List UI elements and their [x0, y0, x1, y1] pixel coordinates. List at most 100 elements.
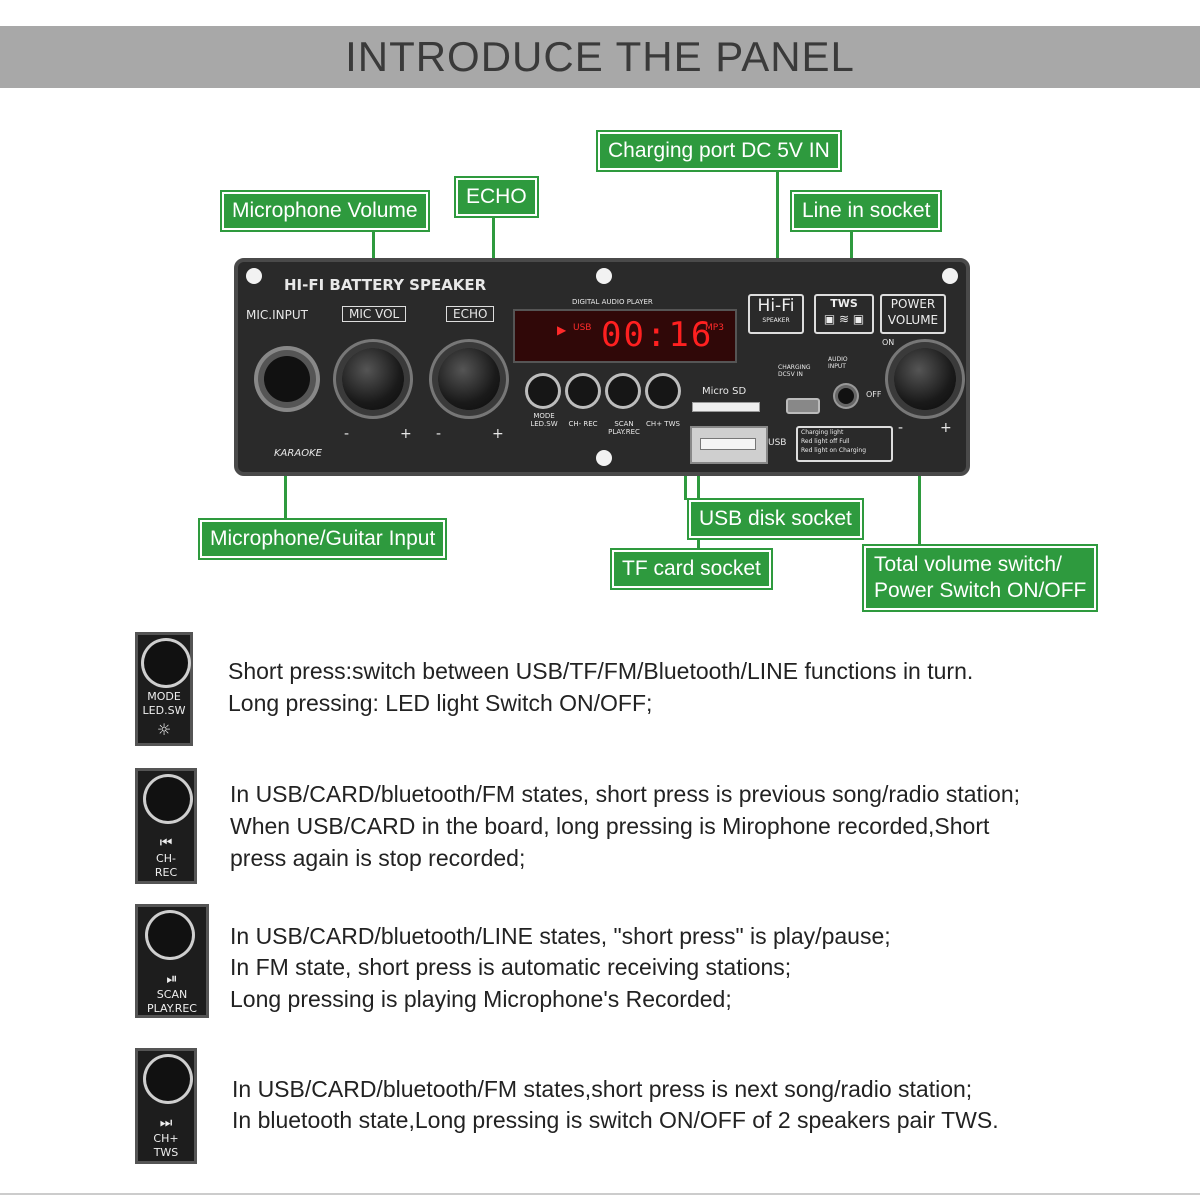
power-on-label: ON [882, 338, 895, 347]
led-bulb-icon: ☼ [156, 720, 172, 739]
play-description-line-1: In USB/CARD/bluetooth/LINE states, "shor… [230, 923, 891, 949]
charging-port[interactable] [786, 398, 820, 414]
mode-icon-label-top: MODE [147, 690, 181, 703]
next-button-icon: ⏭ CH+ TWS [135, 1048, 197, 1164]
prev-description-line-1: In USB/CARD/bluetooth/FM states, short p… [230, 781, 1021, 807]
callout-tf-card-socket: TF card socket [610, 548, 773, 590]
charging-port-label: CHARGING DC5V IN [778, 364, 811, 378]
total-vol-plus: + [940, 420, 952, 436]
panel-karaoke-label: KARAOKE [274, 448, 322, 459]
page-title: INTRODUCE THE PANEL [345, 33, 855, 80]
prev-description-line-3: press again is stop recorded; [230, 845, 526, 871]
title-banner: INTRODUCE THE PANEL [0, 26, 1200, 88]
next-description-line-2: In bluetooth state,Long pressing is swit… [232, 1107, 999, 1133]
callout-line-in: Line in socket [789, 190, 943, 232]
leader-tf-card [697, 408, 700, 550]
micro-sd-slot[interactable] [692, 402, 760, 412]
play-button-glyph [148, 913, 192, 957]
mic-vol-plus: + [400, 426, 412, 442]
prev-icon-label-bottom: REC [154, 866, 178, 879]
mic-vol-minus: - [344, 426, 350, 442]
callout-echo: ECHO [454, 176, 539, 218]
echo-plus: + [492, 426, 504, 442]
play-description-line-3: Long pressing is playing Microphone's Re… [230, 986, 732, 1012]
panel-mic-vol-label: MIC VOL [342, 306, 407, 322]
line-in-jack[interactable] [838, 388, 854, 404]
hifi-badge: Hi-Fi SPEAKER [748, 294, 804, 334]
callout-charging-port: Charging port DC 5V IN [596, 130, 842, 172]
echo-knob[interactable] [438, 348, 500, 410]
total-volume-knob[interactable] [894, 348, 956, 410]
callout-mic-guitar-input: Microphone/Guitar Input [197, 518, 448, 560]
mode-description-line-2: Long pressing: LED light Switch ON/OFF; [228, 690, 653, 716]
tws-badge: TWS ▣ ≋ ▣ [814, 294, 874, 334]
panel-brand: HI-FI BATTERY SPEAKER [284, 276, 487, 294]
charging-light-line-1: Charging light [801, 429, 844, 436]
audio-input-label: AUDIO INPUT [828, 356, 848, 370]
ch-minus-rec-button[interactable] [568, 376, 598, 406]
echo-minus: - [436, 426, 442, 442]
lcd-display: ▶ USB 00:16 MP3 [513, 309, 737, 363]
btn-next-caption: CH+ TWS [646, 420, 680, 428]
next-track-icon: ⏭ [159, 1115, 173, 1131]
charging-light-line-2: Red light off Full [801, 438, 850, 445]
prev-track-icon: ⏮ [159, 835, 173, 851]
screw-top-left [246, 268, 262, 284]
screw-top-mid [596, 268, 612, 284]
mode-description-line-1: Short press:switch between USB/TF/FM/Blu… [228, 658, 974, 684]
tws-speaker-icon: ▣ ≋ ▣ [823, 312, 865, 326]
bottom-divider [0, 1193, 1200, 1195]
next-icon-label-bottom: TWS [153, 1146, 179, 1159]
power-label: POWER [890, 297, 936, 311]
lcd-mp3-label: MP3 [705, 323, 724, 333]
lcd-play-icon: ▶ [557, 323, 567, 337]
hifi-badge-text: Hi-Fi [757, 296, 795, 316]
panel-digital-audio-label: DIGITAL AUDIO PLAYER [572, 298, 653, 306]
next-icon-label-top: CH+ [153, 1132, 179, 1145]
panel-mic-input-label: MIC.INPUT [246, 308, 308, 322]
play-description-line-2: In FM state, short press is automatic re… [230, 954, 792, 980]
next-description-line-1: In USB/CARD/bluetooth/FM states,short pr… [232, 1076, 973, 1102]
play-icon-label-bottom: PLAY.REC [147, 1002, 197, 1015]
callout-microphone-volume: Microphone Volume [220, 190, 430, 232]
play-pause-icon: ⏯ [166, 971, 178, 987]
usb-port[interactable] [690, 426, 768, 464]
mode-button-icon: MODE LED.SW ☼ [135, 632, 193, 746]
scan-play-rec-button[interactable] [608, 376, 638, 406]
device-panel: HI-FI BATTERY SPEAKER MIC.INPUT MIC VOL … [234, 258, 970, 476]
mic-volume-knob[interactable] [342, 348, 404, 410]
volume-label: VOLUME [887, 313, 939, 327]
screw-bottom-mid [596, 450, 612, 466]
charging-light-line-3: Red light on Charging [801, 447, 867, 454]
power-off-label: OFF [866, 390, 882, 399]
lcd-time: 00:16 [601, 315, 714, 355]
callout-total-volume-line-2: Power Switch ON/OFF [874, 579, 1087, 602]
prev-description-line-2: When USB/CARD in the board, long pressin… [230, 813, 990, 839]
panel-echo-label: ECHO [446, 306, 495, 322]
micro-sd-label: Micro SD [702, 386, 747, 397]
play-button-icon: ⏯ SCAN PLAY.REC [135, 904, 209, 1018]
lcd-usb-label: USB [573, 323, 592, 333]
mic-input-jack[interactable] [264, 356, 310, 402]
hifi-speaker-text: SPEAKER [762, 317, 790, 324]
prev-icon-label-top: CH- [156, 852, 176, 865]
callout-total-volume-line-1: Total volume switch/ [874, 553, 1062, 576]
callout-total-volume: Total volume switch/ Power Switch ON/OFF [861, 544, 1099, 612]
usb-label: USB [768, 438, 787, 448]
btn-prev-caption: CH- REC [568, 420, 598, 428]
ch-plus-tws-button[interactable] [648, 376, 678, 406]
prev-button-glyph [146, 777, 190, 821]
mode-button-glyph [144, 641, 188, 685]
screw-top-right [942, 268, 958, 284]
btn-play-caption: SCAN PLAY.REC [608, 420, 640, 436]
next-button-glyph [146, 1057, 190, 1101]
mode-icon-label-bottom: LED.SW [142, 704, 186, 717]
play-icon-label-top: SCAN [156, 988, 188, 1001]
total-vol-minus: - [898, 420, 904, 436]
prev-button-icon: ⏮ CH- REC [135, 768, 197, 884]
mode-led-button[interactable] [528, 376, 558, 406]
callout-usb-disk-socket: USB disk socket [687, 498, 864, 540]
power-volume-badge: POWER VOLUME [880, 294, 946, 334]
charging-light-box: Charging light Red light off Full Red li… [796, 426, 893, 462]
btn-mode-caption: MODE LED.SW [530, 412, 558, 428]
